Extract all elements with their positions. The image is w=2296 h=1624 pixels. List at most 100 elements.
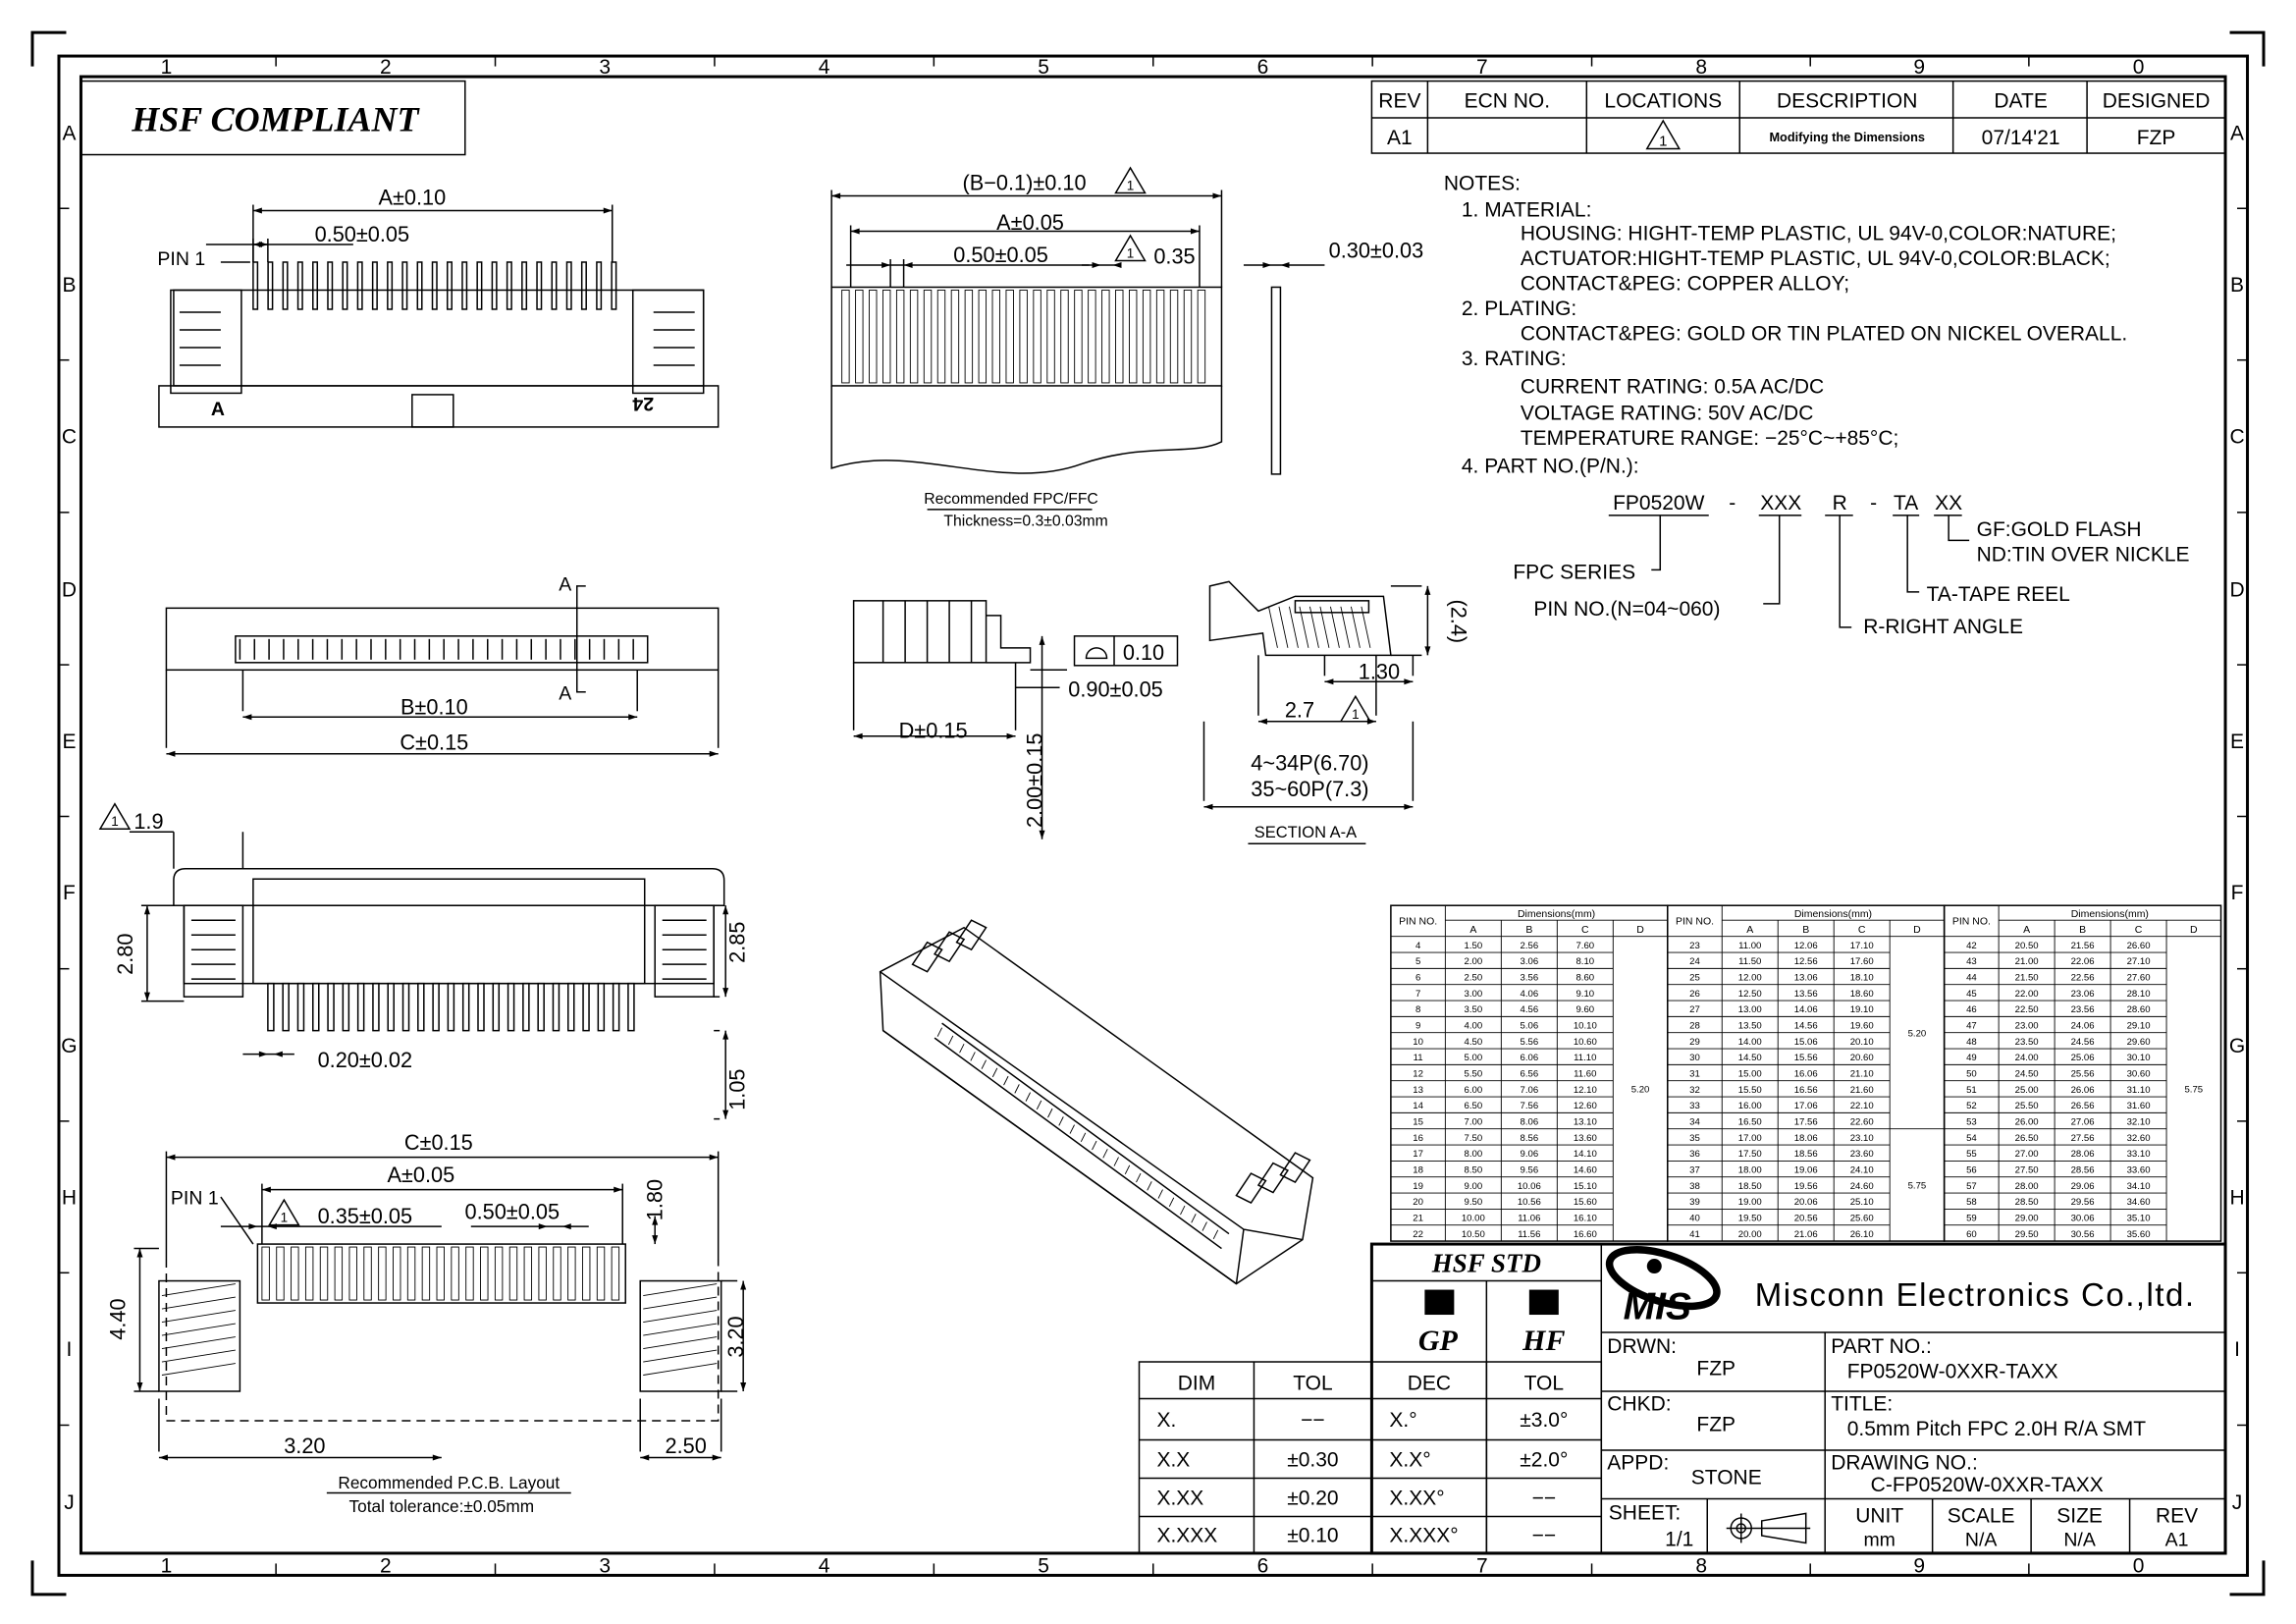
dimension-cell: 21.00 (2015, 956, 2039, 967)
pin-a-mark: A (211, 399, 225, 420)
hsf-std-title: HSF STD (1431, 1249, 1541, 1278)
dimension-cell: 25.50 (2015, 1101, 2039, 1111)
pin-count-cell: 27 (1689, 1004, 1700, 1015)
front-slot (235, 635, 649, 664)
pin-count-cell: 17 (1413, 1149, 1423, 1160)
dimension-cell: 12.10 (1574, 1085, 1597, 1096)
pin-count-cell: 59 (1966, 1214, 1977, 1224)
appd-value: STONE (1691, 1466, 1762, 1489)
bottom-contact-pin (387, 982, 395, 1032)
dimension-cell: 5.06 (1521, 1021, 1539, 1032)
hsf-compliant-label: HSF COMPLIANT (131, 100, 420, 139)
pn-pins: XXX (1760, 492, 1801, 514)
pcb-pad (451, 1246, 459, 1301)
contact-pin (580, 261, 587, 310)
pin-count-cell: 30 (1689, 1053, 1700, 1063)
fpc-contact-area (830, 286, 1223, 387)
zone-column-label: 5 (1038, 56, 1049, 79)
section-hatch (1340, 606, 1351, 648)
iso-contact (1124, 1164, 1131, 1175)
revision-header-designed: DESIGNED (2103, 90, 2211, 113)
contact-pin (401, 261, 408, 310)
dimension-cell: 24.50 (2015, 1069, 2039, 1080)
pin-count-cell: 32 (1689, 1085, 1700, 1096)
iso-latch-rib (1256, 1162, 1290, 1194)
dim-fpc-035: 0.35 (1153, 244, 1195, 268)
zone-row-label: B (2230, 274, 2244, 297)
dimension-cell: 27.50 (2015, 1165, 2039, 1176)
revision-designer: FZP (2137, 127, 2176, 149)
fpc-contact (978, 290, 988, 384)
zone-row-label: H (2229, 1187, 2244, 1210)
pin-count-cell: 47 (1966, 1021, 1977, 1032)
dimension-cell: 7.50 (1465, 1133, 1483, 1144)
contact-pin (431, 261, 438, 310)
fpc-contact (1046, 290, 1055, 384)
revision-header-ecn: ECN NO. (1465, 90, 1550, 113)
bottom-contact-pin (342, 982, 350, 1032)
pin-count-cell: 35 (1689, 1133, 1700, 1144)
dimensions-header: Dimensions(mm) (1518, 909, 1595, 920)
dim-flatness: 0.10 (1123, 640, 1164, 665)
arrowhead (640, 1454, 650, 1461)
title-block-border (1369, 1242, 2227, 1555)
arrowhead (628, 714, 638, 721)
note-line: 1. MATERIAL: (1462, 199, 1592, 222)
iso-contact (936, 1027, 942, 1037)
fpc-contact (964, 290, 974, 384)
dimension-cell: 28.56 (2071, 1165, 2095, 1176)
dimension-cell: 16.00 (1738, 1101, 1762, 1111)
dimension-cell: 29.10 (2127, 1021, 2151, 1032)
hf-square-icon (1528, 1289, 1559, 1316)
dimension-cell: 32.10 (2127, 1117, 2151, 1128)
zone-row-label: I (2234, 1338, 2240, 1361)
fpc-contact (1074, 290, 1083, 384)
dimension-cell: 24.56 (2071, 1037, 2095, 1048)
pn-legend-angle: R-RIGHT ANGLE (1863, 616, 2023, 638)
dimension-cell: 13.56 (1794, 989, 1818, 1000)
dimension-cell: 13.10 (1574, 1117, 1597, 1128)
dimension-cell: 11.60 (1574, 1069, 1596, 1080)
pin-count-cell: 9 (1415, 1021, 1420, 1032)
dim-side-d: D±0.15 (899, 718, 968, 742)
dimension-cell: 30.06 (2071, 1214, 2095, 1224)
side-tail (986, 615, 1032, 664)
zone-column-label: 5 (1038, 1554, 1049, 1577)
pn-series: FP0520W (1613, 492, 1704, 514)
arrowhead (258, 1051, 268, 1057)
column-header-b: B (2079, 925, 2086, 936)
dimension-cell: 21.56 (2071, 941, 2095, 951)
bottom-contact-pin (417, 982, 425, 1032)
pin-count-cell: 20 (1413, 1197, 1423, 1208)
pin-count-cell: 39 (1689, 1197, 1700, 1208)
pcb-pad (465, 1246, 474, 1301)
dim-pcb-250: 2.50 (666, 1434, 707, 1458)
pcb-pad (406, 1246, 416, 1301)
dimension-cell: 10.60 (1574, 1037, 1597, 1048)
pin-no-header: PIN NO. (1399, 917, 1437, 928)
pin-count-cell: 51 (1966, 1085, 1977, 1096)
note-line: VOLTAGE RATING: 50V AC/DC (1521, 402, 1814, 424)
bottom-contact-pin (477, 982, 485, 1032)
pcb-pad (567, 1246, 576, 1301)
dimension-cell: 3.00 (1465, 989, 1483, 1000)
pcb-hatch (643, 1283, 718, 1296)
company-name: Misconn Electronics Co.,ltd. (1755, 1276, 2196, 1313)
pin-count-cell: 7 (1415, 989, 1420, 1000)
section-title: SECTION A-A (1255, 824, 1357, 841)
pin-count-cell: 10 (1413, 1037, 1423, 1048)
pin-count-cell: 40 (1689, 1214, 1700, 1224)
revision-header-date: DATE (1994, 90, 2047, 113)
bottom-contact-pin (296, 982, 305, 1032)
dimension-d-cell: 5.20 (1908, 1028, 1927, 1039)
arrowhead (242, 714, 252, 721)
fpc-contact (991, 290, 1000, 384)
dimension-cell: 29.00 (2015, 1214, 2039, 1224)
logo-dot (1646, 1259, 1662, 1274)
dimension-cell: 20.06 (1794, 1197, 1818, 1208)
dimension-cell: 25.06 (2071, 1053, 2095, 1063)
pcb-pad (276, 1246, 285, 1301)
arrowhead (561, 1223, 571, 1230)
